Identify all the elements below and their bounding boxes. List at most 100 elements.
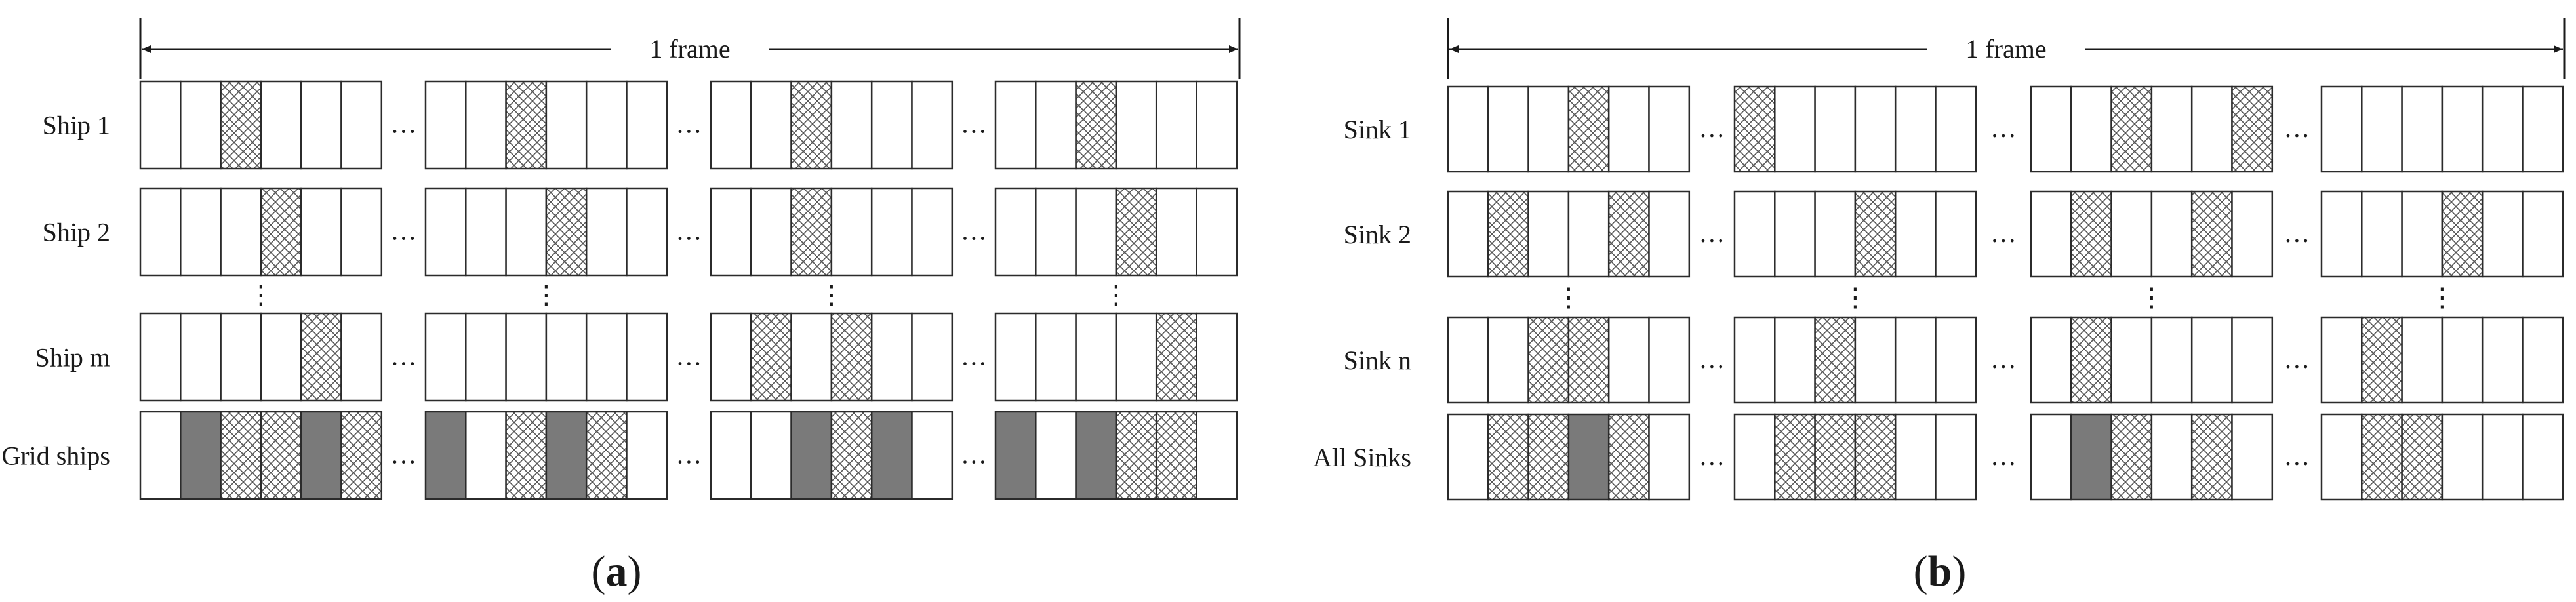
slot-empty bbox=[2070, 85, 2112, 173]
ellipsis: … bbox=[2284, 441, 2310, 471]
slot-empty bbox=[1447, 190, 1489, 278]
vertical-ellipsis: ⋮ bbox=[1842, 283, 1868, 312]
slot-empty bbox=[2030, 316, 2072, 404]
slot-group-1 bbox=[1447, 316, 1691, 404]
slot-empty bbox=[1196, 80, 1238, 170]
ellipsis: … bbox=[675, 110, 702, 139]
slot-filled bbox=[424, 411, 467, 500]
slot-hatched bbox=[1774, 413, 1816, 501]
slot-empty bbox=[1115, 312, 1157, 402]
slot-empty bbox=[505, 312, 548, 402]
slot-empty bbox=[2401, 316, 2444, 404]
slot-group-4 bbox=[2320, 190, 2564, 278]
slot-empty bbox=[260, 80, 302, 170]
slot-empty bbox=[1774, 190, 1816, 278]
slot-empty bbox=[1447, 316, 1489, 404]
ellipsis: … bbox=[1990, 441, 2017, 471]
slot-empty bbox=[424, 187, 467, 277]
slot-group-3 bbox=[710, 187, 954, 277]
slot-empty bbox=[1774, 85, 1816, 173]
slot-empty bbox=[585, 80, 628, 170]
slot-empty bbox=[2481, 85, 2524, 173]
slot-empty bbox=[1774, 316, 1816, 404]
slot-empty bbox=[994, 312, 1037, 402]
slot-empty bbox=[1935, 190, 1977, 278]
slot-empty bbox=[1155, 187, 1197, 277]
slot-empty bbox=[2441, 316, 2484, 404]
slot-filled bbox=[994, 411, 1037, 500]
vertical-ellipsis: ⋮ bbox=[248, 280, 274, 310]
slot-hatched bbox=[2231, 85, 2274, 173]
slot-hatched bbox=[1607, 413, 1650, 501]
slot-group-3 bbox=[710, 411, 954, 500]
slot-empty bbox=[2110, 190, 2153, 278]
slot-empty bbox=[626, 312, 668, 402]
row-label: Sink 1 bbox=[1344, 115, 1411, 144]
slot-group-4 bbox=[994, 411, 1238, 500]
slot-empty bbox=[1648, 190, 1691, 278]
slot-hatched bbox=[1854, 190, 1897, 278]
ellipsis: … bbox=[1699, 113, 1725, 143]
row-label: All Sinks bbox=[1313, 443, 1411, 472]
slot-group-3 bbox=[2030, 316, 2274, 404]
slot-group-4 bbox=[2320, 413, 2564, 501]
slot-group-1 bbox=[139, 187, 383, 277]
slot-empty bbox=[1196, 187, 1238, 277]
slot-empty bbox=[1648, 316, 1691, 404]
slot-empty bbox=[1894, 85, 1937, 173]
slot-hatched bbox=[2070, 316, 2112, 404]
slot-hatched bbox=[1487, 413, 1529, 501]
slot-hatched bbox=[1527, 413, 1570, 501]
ellipsis: … bbox=[1990, 344, 2017, 374]
slot-hatched bbox=[2110, 85, 2153, 173]
slot-empty bbox=[1487, 85, 1529, 173]
slot-empty bbox=[1196, 312, 1238, 402]
slot-empty bbox=[139, 80, 182, 170]
slot-empty bbox=[2030, 413, 2072, 501]
slot-hatched bbox=[1814, 316, 1857, 404]
row-2: Sink 2……… bbox=[1344, 190, 2564, 278]
slot-hatched bbox=[505, 411, 548, 500]
ellipsis: … bbox=[2284, 218, 2310, 248]
slot-empty bbox=[260, 312, 302, 402]
slot-empty bbox=[710, 411, 752, 500]
slot-empty bbox=[2522, 190, 2564, 278]
slot-empty bbox=[1527, 190, 1570, 278]
slot-hatched bbox=[300, 312, 342, 402]
slot-group-2 bbox=[424, 312, 668, 402]
slot-empty bbox=[2190, 85, 2233, 173]
vertical-ellipsis: ⋮ bbox=[818, 280, 845, 310]
slot-empty bbox=[2361, 190, 2403, 278]
panel-caption: (b) bbox=[1914, 548, 1967, 595]
slot-empty bbox=[2320, 413, 2363, 501]
slot-empty bbox=[2401, 85, 2444, 173]
slot-empty bbox=[1527, 85, 1570, 173]
slot-empty bbox=[790, 312, 833, 402]
slot-empty bbox=[2441, 413, 2484, 501]
slot-filled bbox=[1075, 411, 1117, 500]
ellipsis: … bbox=[675, 216, 702, 246]
slot-group-4 bbox=[994, 312, 1238, 402]
slot-empty bbox=[2481, 190, 2524, 278]
slot-hatched bbox=[1155, 411, 1197, 500]
row-2: Ship 2……… bbox=[43, 187, 1238, 277]
slot-empty bbox=[424, 312, 467, 402]
slot-group-4 bbox=[2320, 85, 2564, 173]
slot-group-4 bbox=[994, 80, 1238, 170]
ellipsis: … bbox=[2284, 344, 2310, 374]
slot-group-3 bbox=[2030, 413, 2274, 501]
slot-empty bbox=[626, 80, 668, 170]
slot-empty bbox=[2190, 316, 2233, 404]
slot-hatched bbox=[1155, 312, 1197, 402]
slot-empty bbox=[2030, 85, 2072, 173]
slot-empty bbox=[465, 411, 507, 500]
slot-empty bbox=[2150, 413, 2193, 501]
row-label: Ship m bbox=[35, 343, 110, 372]
slot-group-1 bbox=[1447, 190, 1691, 278]
slot-group-1 bbox=[1447, 85, 1691, 173]
slot-group-2 bbox=[1733, 190, 1977, 278]
ellipsis: … bbox=[1990, 113, 2017, 143]
slot-hatched bbox=[2190, 413, 2233, 501]
